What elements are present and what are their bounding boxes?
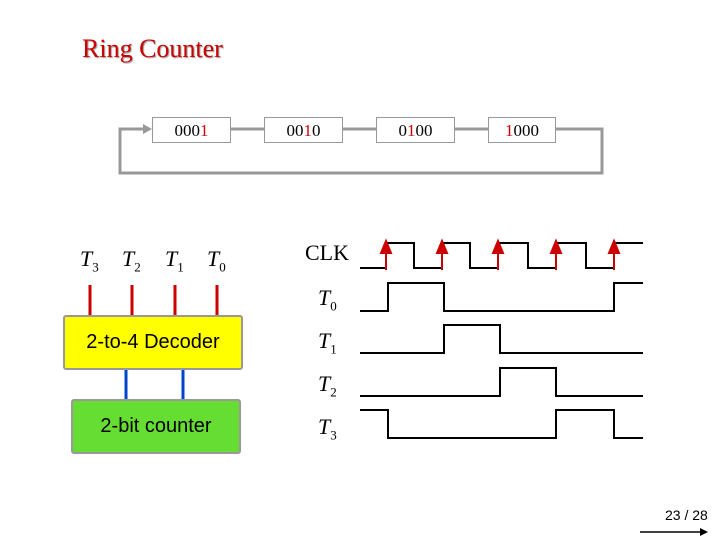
clock-label: CLK bbox=[305, 240, 349, 265]
output-label-t3: T3 bbox=[80, 246, 99, 275]
next-arrow-icon bbox=[700, 528, 708, 536]
counter-block: 2-bit counter bbox=[71, 399, 241, 454]
signal-label-t3: T3 bbox=[318, 414, 337, 443]
clk-edge-4-head bbox=[549, 238, 563, 254]
clk-edge-3-head bbox=[491, 238, 505, 254]
t3-waveform bbox=[360, 409, 643, 439]
ring-state-3: 0100 bbox=[376, 117, 455, 143]
feedback-loop bbox=[118, 127, 604, 175]
ring-state-2: 0010 bbox=[264, 117, 343, 143]
slide-title: Ring Counter bbox=[82, 34, 223, 63]
loop-arrowhead bbox=[143, 124, 152, 134]
t1-waveform bbox=[360, 324, 643, 354]
clk-waveform bbox=[360, 242, 643, 269]
ring-state-1: 0001 bbox=[152, 117, 231, 143]
output-label-t0: T0 bbox=[207, 246, 226, 275]
output-label-t2: T2 bbox=[122, 246, 141, 275]
clk-edge-2-head bbox=[435, 238, 449, 254]
page-number: 23 / 28 bbox=[665, 507, 708, 523]
signal-label-t2: T2 bbox=[318, 371, 337, 400]
t2-waveform bbox=[360, 367, 643, 397]
clk-edge-5-head bbox=[607, 238, 621, 254]
decoder-block: 2-to-4 Decoder bbox=[63, 315, 243, 370]
clk-edge-arrows bbox=[379, 238, 621, 270]
signal-label-t1: T1 bbox=[318, 328, 337, 357]
output-label-t1: T1 bbox=[165, 246, 184, 275]
ring-state-4: 1000 bbox=[488, 117, 556, 143]
signal-label-t0: T0 bbox=[318, 285, 337, 314]
t0-waveform bbox=[360, 282, 643, 312]
clk-edge-1-head bbox=[379, 238, 393, 254]
